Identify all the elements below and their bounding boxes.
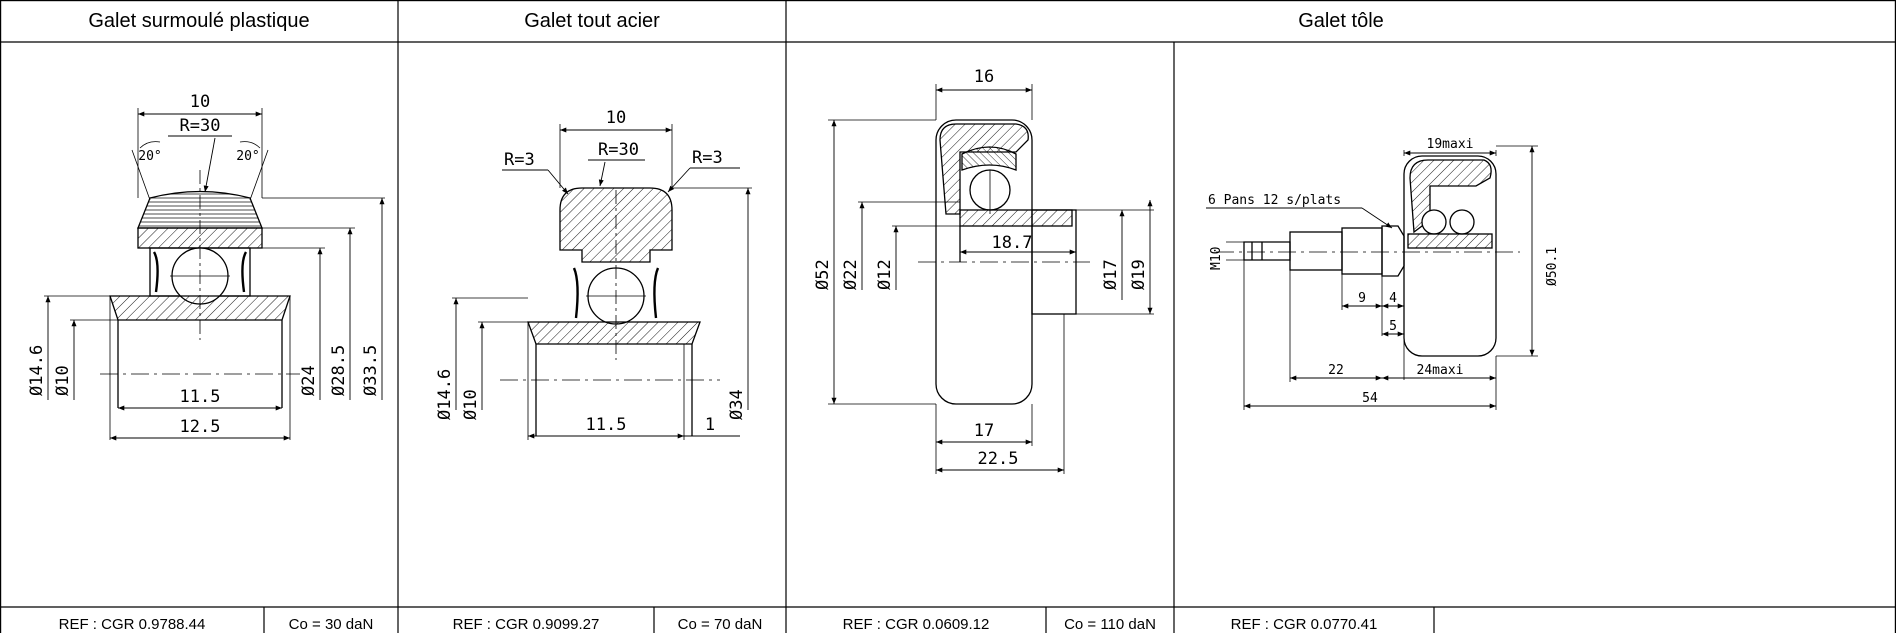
dim-dia-14-6: Ø14.6 [435,369,455,420]
dim-dia-10: Ø10 [53,365,73,396]
footer-ref-1: REF : CGR 0.9788.44 [58,616,206,633]
dim-width-10: 10 [190,92,210,112]
dim-length-11-5: 11.5 [586,415,627,435]
dim-length-22-5: 22.5 [978,449,1019,469]
header-sheet-roller: Galet tôle [1298,9,1384,32]
dim-dia-14-6: Ø14.6 [27,345,47,396]
dim-dia-24: Ø24 [299,365,319,396]
dim-length-4: 4 [1389,291,1397,306]
dim-length-12-5: 12.5 [180,417,221,437]
drawing-plastic-roller [44,108,385,441]
dim-length-1: 1 [705,415,715,435]
dim-dia-10: Ø10 [461,389,481,420]
header-plastic-roller: Galet surmoulé plastique [88,9,310,32]
dim-length-17: 17 [974,421,994,441]
dim-angle-right: 20° [236,149,259,164]
dim-width-10: 10 [606,108,626,128]
dim-dia-12: Ø12 [875,259,895,290]
dim-dia-22: Ø22 [841,259,861,290]
dim-dia-33-5: Ø33.5 [361,345,381,396]
footer-ref-2: REF : CGR 0.9099.27 [452,616,600,633]
dim-dia-19: Ø19 [1129,259,1149,290]
dim-radius-3-left: R=3 [504,150,535,170]
drawing-steel-roller [452,124,752,440]
footer-ref-3: REF : CGR 0.0609.12 [842,616,990,633]
dim-length-24-maxi: 24maxi [1417,363,1464,378]
dim-length-18-7: 18.7 [992,233,1033,253]
dim-dia-17: Ø17 [1101,259,1121,290]
dim-width-19-maxi: 19maxi [1427,137,1474,152]
dim-radius-30: R=30 [598,140,639,160]
dim-length-22: 22 [1328,363,1344,378]
dim-dia-28-5: Ø28.5 [329,345,349,396]
dim-dia-52: Ø52 [813,259,833,290]
dim-radius-30: R=30 [180,116,221,136]
dim-angle-left: 20° [138,149,161,164]
dim-width-16: 16 [974,67,994,87]
label-thread-m10: M10 [1209,247,1224,270]
label-hex-flats: 6 Pans 12 s/plats [1208,193,1341,208]
footer-co-3: Co = 110 daN [1064,616,1156,633]
dim-radius-3-right: R=3 [692,148,723,168]
dim-length-54: 54 [1362,391,1378,406]
dim-length-5: 5 [1389,319,1397,334]
dim-length-11-5: 11.5 [180,387,221,407]
dim-dia-34: Ø34 [727,389,747,420]
dim-length-9: 9 [1358,291,1366,306]
dim-dia-50-1: Ø50.1 [1545,247,1560,286]
drawing-sheet-roller-section [828,84,1154,474]
footer-co-2: Co = 70 daN [677,616,763,633]
footer-ref-4: REF : CGR 0.0770.41 [1230,616,1378,633]
footer-co-1: Co = 30 daN [288,616,374,633]
header-steel-roller: Galet tout acier [524,9,660,32]
drawing-sheet-roller-stud [1206,145,1538,410]
